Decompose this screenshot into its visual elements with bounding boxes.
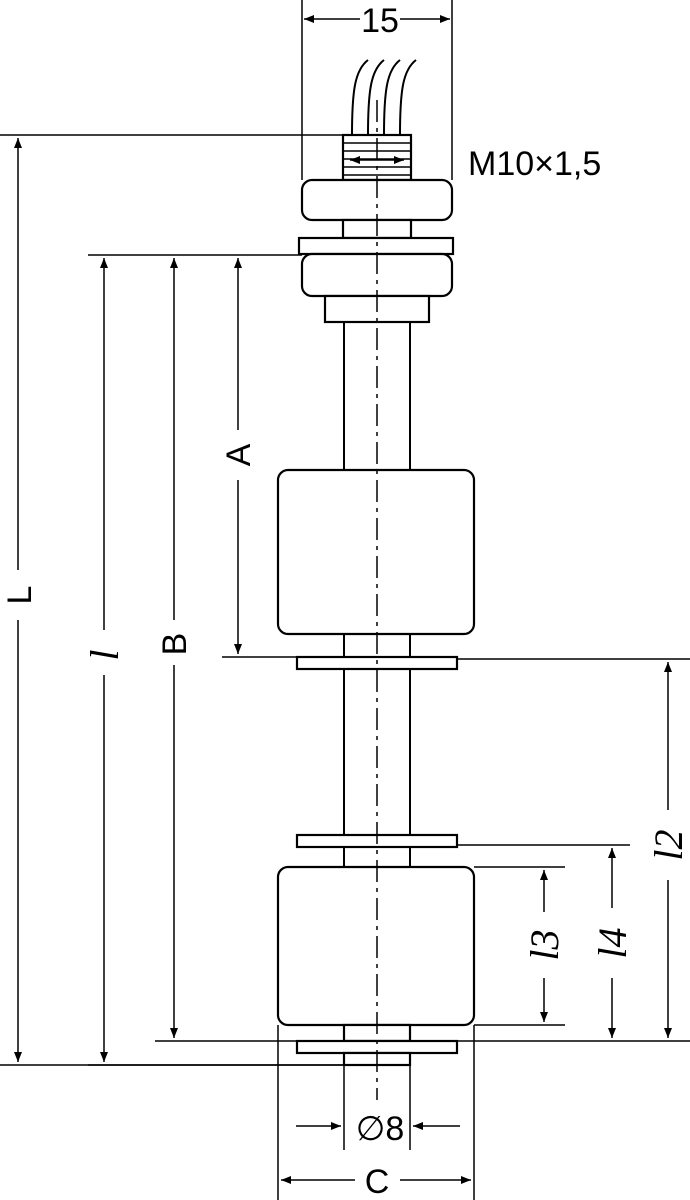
label-L: L: [1, 586, 39, 605]
dim-diameter: ∅8: [296, 1065, 460, 1150]
dim-C: C: [277, 1025, 475, 1200]
dim-l2: l2: [457, 658, 690, 1042]
label-width-top: 15: [361, 2, 399, 40]
label-A: A: [220, 443, 258, 466]
label-C: C: [365, 1163, 390, 1200]
stem-upper: [343, 322, 411, 470]
dim-l3: l3: [474, 866, 567, 1026]
upper-float: [276, 468, 476, 636]
label-thread: M10×1,5: [468, 145, 601, 183]
lower-float: [276, 865, 476, 1027]
dim-width-top: 15: [301, 0, 453, 180]
label-l: l: [82, 649, 127, 660]
label-B: B: [156, 633, 194, 656]
stem-middle: [343, 634, 411, 867]
label-l4: l4: [590, 927, 635, 958]
cable-wires: [351, 59, 417, 136]
label-l3: l3: [522, 929, 567, 960]
top-washer: [297, 236, 455, 256]
dim-B: B: [155, 258, 297, 1042]
label-diameter: ∅8: [356, 1110, 405, 1148]
dim-l4: l4: [457, 844, 635, 1038]
dim-l: l: [82, 254, 344, 1066]
dim-A: A: [220, 258, 297, 658]
label-l2: l2: [646, 829, 690, 860]
